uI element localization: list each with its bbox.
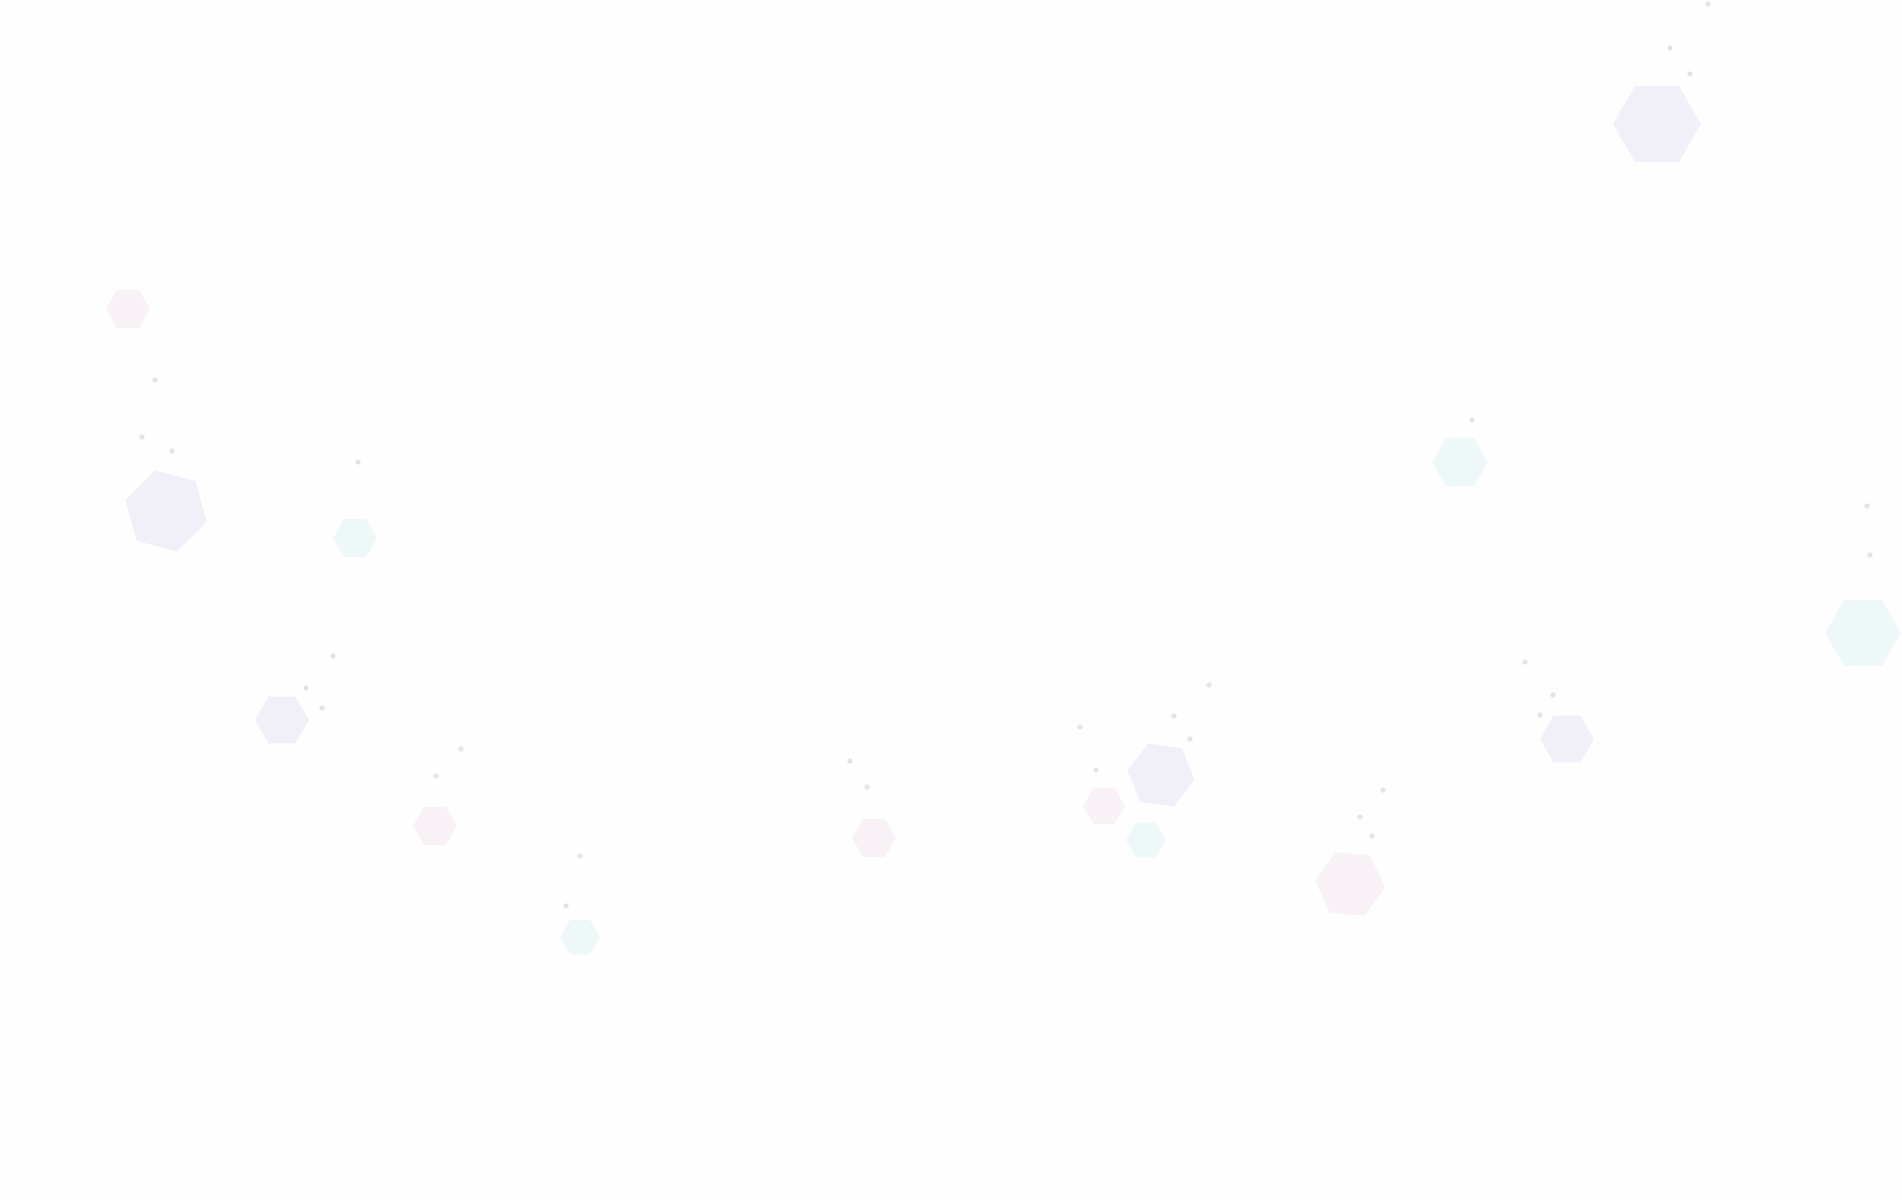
decorative-hexagon xyxy=(413,806,457,846)
decorative-dot xyxy=(458,746,464,752)
decorative-dot xyxy=(319,705,325,711)
decorative-dot xyxy=(139,434,145,440)
decorative-hexagon xyxy=(255,696,309,744)
decorative-dot xyxy=(169,448,175,454)
decorative-hexagon xyxy=(106,289,150,329)
decorative-hexagon xyxy=(1126,822,1166,858)
decorative-dot xyxy=(330,653,336,659)
decorative-dot xyxy=(1093,767,1099,773)
decorative-hexagon xyxy=(1613,85,1701,163)
decorative-dot xyxy=(1550,692,1556,698)
decorative-hexagon xyxy=(1540,715,1594,763)
decorative-hexagon xyxy=(1825,600,1901,666)
decorative-hexagon xyxy=(1127,743,1195,807)
decorative-dot xyxy=(1687,71,1693,77)
decorative-dot xyxy=(563,903,569,909)
decorative-dot xyxy=(1537,712,1543,718)
decorative-hexagon xyxy=(333,518,377,558)
decorative-dot xyxy=(355,459,361,465)
decorative-dot xyxy=(1206,682,1212,688)
decorative-dot xyxy=(152,377,158,383)
decorative-hexagon xyxy=(1083,787,1125,825)
decorative-hexagon xyxy=(1315,852,1385,916)
decorative-dot xyxy=(1867,552,1873,558)
decorative-dot xyxy=(1864,503,1870,509)
decorative-dot xyxy=(1705,1,1711,7)
decorative-dot xyxy=(1171,713,1177,719)
decorative-dot xyxy=(864,784,870,790)
decorative-hexagon xyxy=(1432,437,1488,487)
decorative-hexagon xyxy=(125,470,207,552)
decorative-dot xyxy=(1187,736,1193,742)
decorative-dot xyxy=(1380,787,1386,793)
decorative-hexagon xyxy=(560,919,600,955)
decorative-dot xyxy=(847,758,853,764)
decorative-dot xyxy=(1522,659,1528,665)
decorative-dot xyxy=(1077,724,1083,730)
decorative-hexagon xyxy=(852,818,896,858)
decorative-dot xyxy=(303,685,309,691)
decorative-dot xyxy=(433,773,439,779)
decorative-dot xyxy=(1357,814,1363,820)
decorative-dot xyxy=(1469,417,1475,423)
decorative-dot xyxy=(1369,833,1375,839)
decorative-dot xyxy=(1667,45,1673,51)
decorative-dot xyxy=(577,853,583,859)
